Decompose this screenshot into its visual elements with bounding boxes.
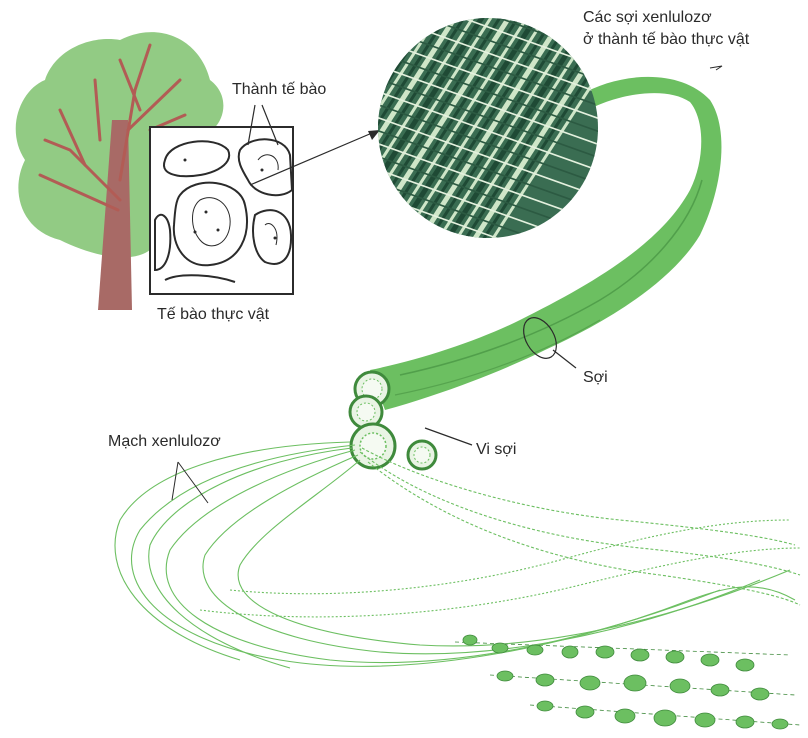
plant-cell-box — [150, 105, 293, 294]
label-plant-cell: Tế bào thực vật — [157, 305, 269, 325]
label-microfibril: Vi sợi — [476, 440, 516, 460]
label-fibers-line1: Các sợi xenlulozơ — [583, 8, 712, 28]
fibers-pointer — [710, 66, 722, 70]
label-cell-wall: Thành tế bào — [232, 80, 326, 100]
label-fibers-line2: ở thành tế bào thực vật — [583, 30, 749, 50]
label-fiber: Sợi — [583, 368, 608, 388]
glucose-ring-chain — [455, 635, 800, 729]
label-cellulose-chain: Mạch xenlulozơ — [108, 432, 221, 452]
cellulose-chains — [115, 442, 800, 668]
